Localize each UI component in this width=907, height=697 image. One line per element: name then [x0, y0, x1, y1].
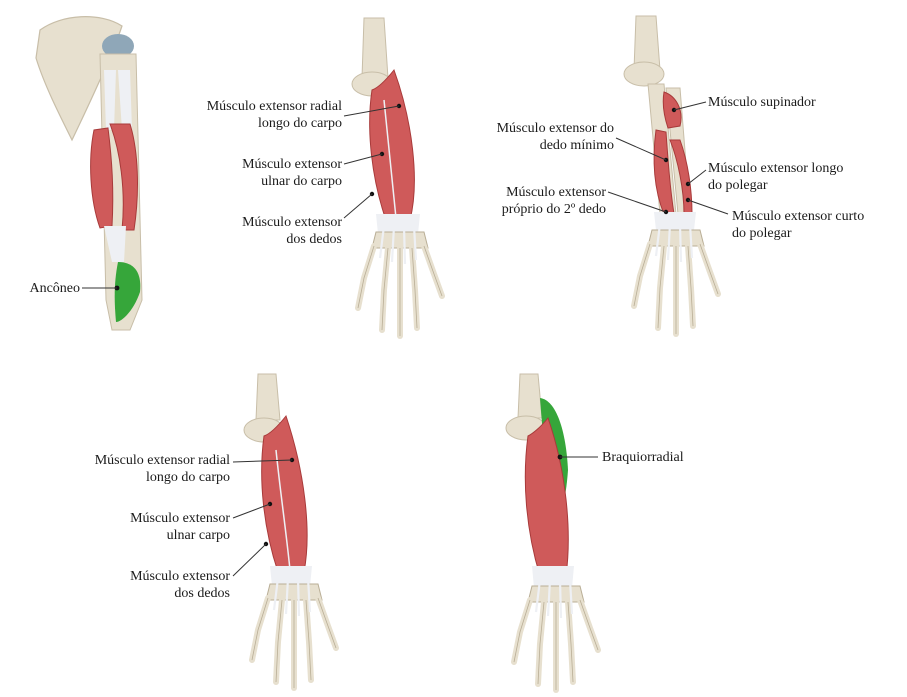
label-line: Músculo extensor	[40, 510, 230, 527]
figure-forearm-top-middle	[344, 18, 442, 336]
label-supinador: Músculo supinador	[708, 94, 898, 111]
label-line: Músculo extensor curto	[732, 208, 902, 225]
label-braquiorradial: Braquiorradial	[602, 449, 742, 466]
label-line: Músculo extensor	[440, 184, 606, 201]
label-line: Músculo extensor do	[440, 120, 614, 137]
label-line: do polegar	[732, 225, 902, 242]
label-line: Músculo extensor	[156, 214, 342, 231]
label-line: dos dedos	[40, 585, 230, 602]
label-line: próprio do 2º dedo	[440, 201, 606, 218]
label-line: Músculo extensor radial	[40, 452, 230, 469]
label-line: Braquiorradial	[602, 449, 742, 466]
label-extensor-dedo-minimo: Músculo extensor do dedo mínimo	[440, 120, 614, 154]
label-extensor-curto-polegar: Músculo extensor curto do polegar	[732, 208, 902, 242]
label-line: Músculo extensor	[40, 568, 230, 585]
figure-forearm-brachioradialis	[506, 374, 598, 690]
label-line: ulnar do carpo	[156, 173, 342, 190]
label-line: Músculo extensor radial	[156, 98, 342, 115]
label-anconeo: Ancôneo	[8, 280, 80, 297]
figure-forearm-bottom-left	[233, 374, 336, 688]
label-extensor-radial-longo-carpo-2: Músculo extensor radial longo do carpo	[40, 452, 230, 486]
label-line: dos dedos	[156, 231, 342, 248]
label-line: dedo mínimo	[440, 137, 614, 154]
label-extensor-proprio-2-dedo: Músculo extensor próprio do 2º dedo	[440, 184, 606, 218]
label-extensor-dos-dedos-2: Músculo extensor dos dedos	[40, 568, 230, 602]
label-line: ulnar carpo	[40, 527, 230, 544]
label-line: Ancôneo	[8, 280, 80, 297]
label-line: Músculo supinador	[708, 94, 898, 111]
label-line: longo do carpo	[156, 115, 342, 132]
label-line: Músculo extensor longo	[708, 160, 898, 177]
label-line: longo do carpo	[40, 469, 230, 486]
label-extensor-longo-polegar: Músculo extensor longo do polegar	[708, 160, 898, 194]
label-line: Músculo extensor	[156, 156, 342, 173]
label-extensor-ulnar-carpo: Músculo extensor ulnar do carpo	[156, 156, 342, 190]
label-extensor-dos-dedos: Músculo extensor dos dedos	[156, 214, 342, 248]
label-extensor-ulnar-carpo-2: Músculo extensor ulnar carpo	[40, 510, 230, 544]
label-line: do polegar	[708, 177, 898, 194]
label-extensor-radial-longo-carpo: Músculo extensor radial longo do carpo	[156, 98, 342, 132]
